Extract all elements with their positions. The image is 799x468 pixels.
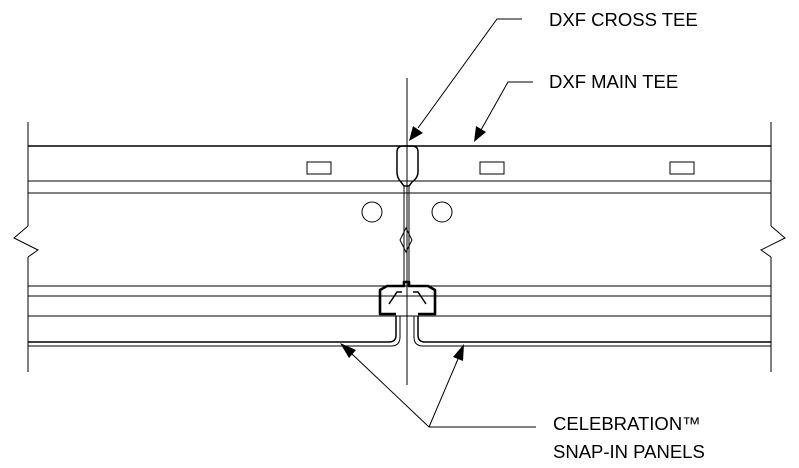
label-panels-line1: CELEBRATION™ <box>553 413 701 434</box>
leader-panels <box>340 343 536 428</box>
main-tee <box>28 145 771 317</box>
arrowhead-main-tee <box>474 126 486 142</box>
cross-tee-bulb <box>396 145 419 187</box>
arrowhead-cross-tee <box>409 126 423 141</box>
snap-in-panel-right <box>413 316 771 347</box>
cross-tee-stitch <box>399 226 413 254</box>
hole-right <box>431 201 453 223</box>
label-main-tee: DXF MAIN TEE <box>549 71 678 92</box>
label-cross-tee: DXF CROSS TEE <box>549 9 698 30</box>
panel-clip <box>378 280 437 316</box>
leader-cross-tee <box>409 18 522 141</box>
slot-1 <box>306 161 332 175</box>
slot-2 <box>479 161 505 175</box>
snap-in-panel-left <box>28 316 401 347</box>
slot-3 <box>669 161 695 175</box>
arrowhead-panel-left <box>340 343 356 358</box>
arrowhead-panel-right <box>453 344 464 361</box>
label-panels-line2: SNAP-IN PANELS <box>553 441 705 462</box>
cross-tee <box>396 145 419 284</box>
break-line-right <box>760 122 786 372</box>
break-line-left <box>13 122 39 372</box>
hole-left <box>361 201 383 223</box>
leader-main-tee <box>474 81 533 142</box>
